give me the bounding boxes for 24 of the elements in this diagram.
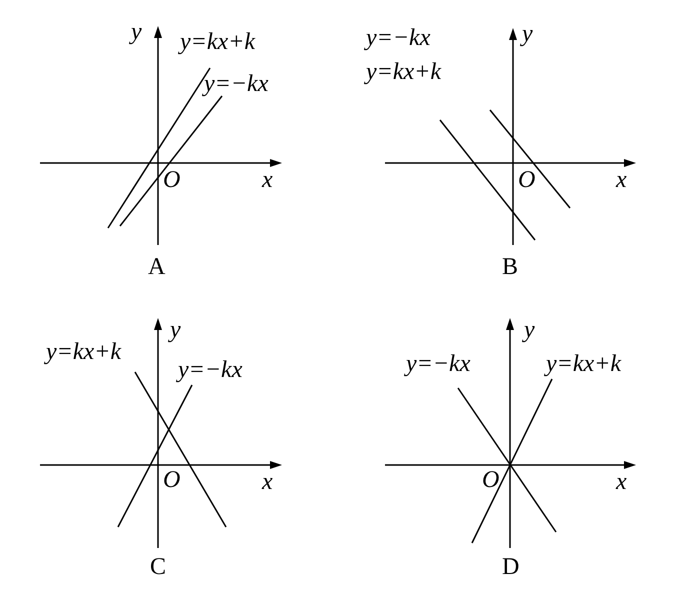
axis-label: x xyxy=(262,470,273,494)
axis-label: y xyxy=(524,318,535,342)
option-letter: A xyxy=(148,255,166,279)
option-letter: D xyxy=(502,555,520,579)
origin-label: O xyxy=(163,168,180,192)
axis-label: x xyxy=(262,168,273,192)
axis-label: y xyxy=(131,20,142,44)
equation-label: y=kx+k xyxy=(546,352,621,376)
origin-label: O xyxy=(518,168,536,192)
option-letter: C xyxy=(150,555,166,579)
axis-label: y xyxy=(170,318,181,342)
option-letter: B xyxy=(502,255,518,279)
equation-label: y=kx+k xyxy=(366,60,441,84)
equation-label: y=−kx xyxy=(406,352,470,376)
equation-label: y=kx+k xyxy=(46,340,121,364)
axis-label: y xyxy=(522,22,533,46)
origin-label: O xyxy=(163,468,180,492)
equation-label: y=kx+k xyxy=(180,30,255,54)
origin-label: O xyxy=(482,468,500,492)
axis-label: x xyxy=(616,470,627,494)
equation-label: y=−kx xyxy=(178,358,242,382)
equation-label: y=−kx xyxy=(204,72,268,96)
equation-label: y=−kx xyxy=(366,26,430,50)
axis-label: x xyxy=(616,168,627,192)
